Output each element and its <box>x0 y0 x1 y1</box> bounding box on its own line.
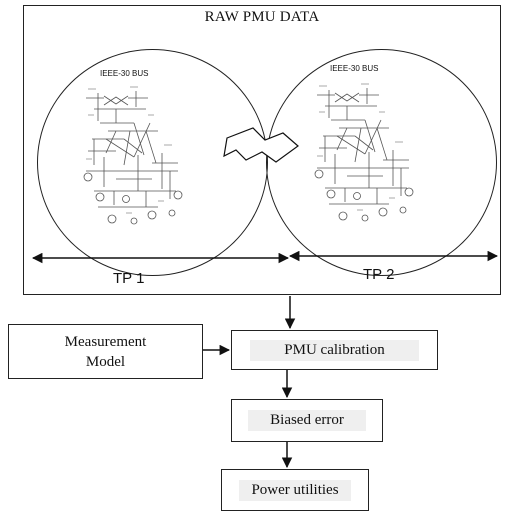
right-bus-network <box>314 83 414 222</box>
right-bus-circle <box>266 49 497 276</box>
left-bus-label: IEEE-30 BUS <box>100 69 149 78</box>
right-bus-label: IEEE-30 BUS <box>330 64 379 73</box>
power-utilities-label: Power utilities <box>239 479 351 501</box>
tp2-label: TP 2 <box>363 266 395 283</box>
tp1-label: TP 1 <box>113 270 145 287</box>
diagram-title: RAW PMU DATA <box>204 9 320 25</box>
pmu-calibration-box: PMU calibration <box>231 330 438 370</box>
measurement-model-line-2: Model <box>85 353 126 370</box>
left-bus-network <box>83 86 183 225</box>
power-utilities-box: Power utilities <box>221 469 369 511</box>
biased-error-box: Biased error <box>231 399 383 442</box>
raw-pmu-data-frame <box>23 5 501 295</box>
measurement-model-box: Measurement Model <box>8 324 203 379</box>
pmu-calibration-label: PMU calibration <box>250 339 419 361</box>
measurement-model-line-1: Measurement <box>64 333 147 350</box>
biased-error-label: Biased error <box>248 410 366 431</box>
lightning-bolt-icon <box>223 127 299 163</box>
